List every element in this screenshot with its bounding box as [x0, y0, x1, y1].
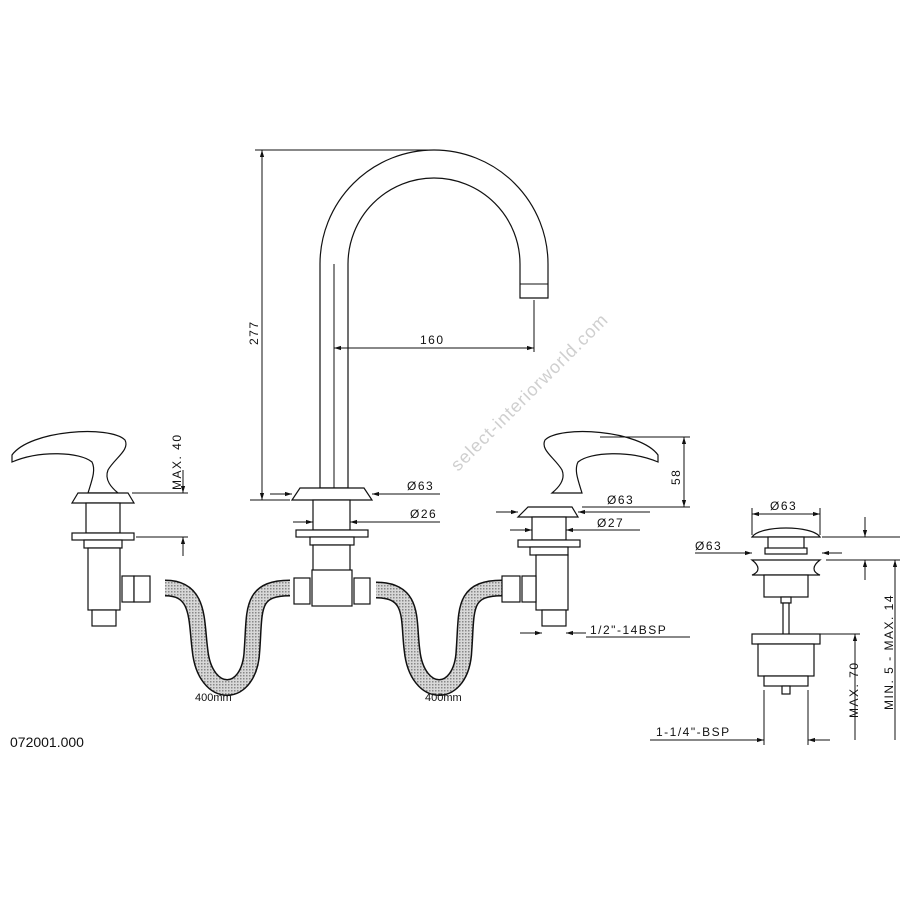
spout-reach-label: 160 [420, 333, 445, 347]
drain-max-length-label: MAX. 70 [847, 661, 861, 718]
drain-cap-diameter-label: Ø63 [770, 499, 797, 513]
spout-height-label: 277 [247, 320, 261, 345]
basin-thickness-label: MIN. 5 - MAX. 14 [882, 594, 896, 710]
drain-thread-label: 1-1/4"-BSP [656, 725, 731, 739]
right-valve [501, 431, 659, 627]
handle-height-label: 58 [669, 469, 683, 485]
dimension-lines [132, 149, 900, 745]
spout-shank-diameter-label: Ø26 [410, 507, 437, 521]
handle-shank-diameter-label: Ø27 [597, 516, 624, 530]
handle-base-diameter-label: Ø63 [607, 493, 634, 507]
left-valve [11, 431, 151, 627]
handle-max-label: MAX. 40 [170, 433, 184, 490]
product-code: 072001.000 [10, 734, 84, 750]
spout [290, 149, 549, 607]
spout-base-diameter-label: Ø63 [407, 479, 434, 493]
drain-flange-diameter-label: Ø63 [695, 539, 722, 553]
hose-left-length-label: 400mm [195, 692, 232, 704]
popup-drain [750, 527, 822, 695]
valve-thread-label: 1/2"-14BSP [590, 623, 667, 637]
hose-right-length-label: 400mm [425, 692, 462, 704]
hoses [164, 579, 503, 696]
